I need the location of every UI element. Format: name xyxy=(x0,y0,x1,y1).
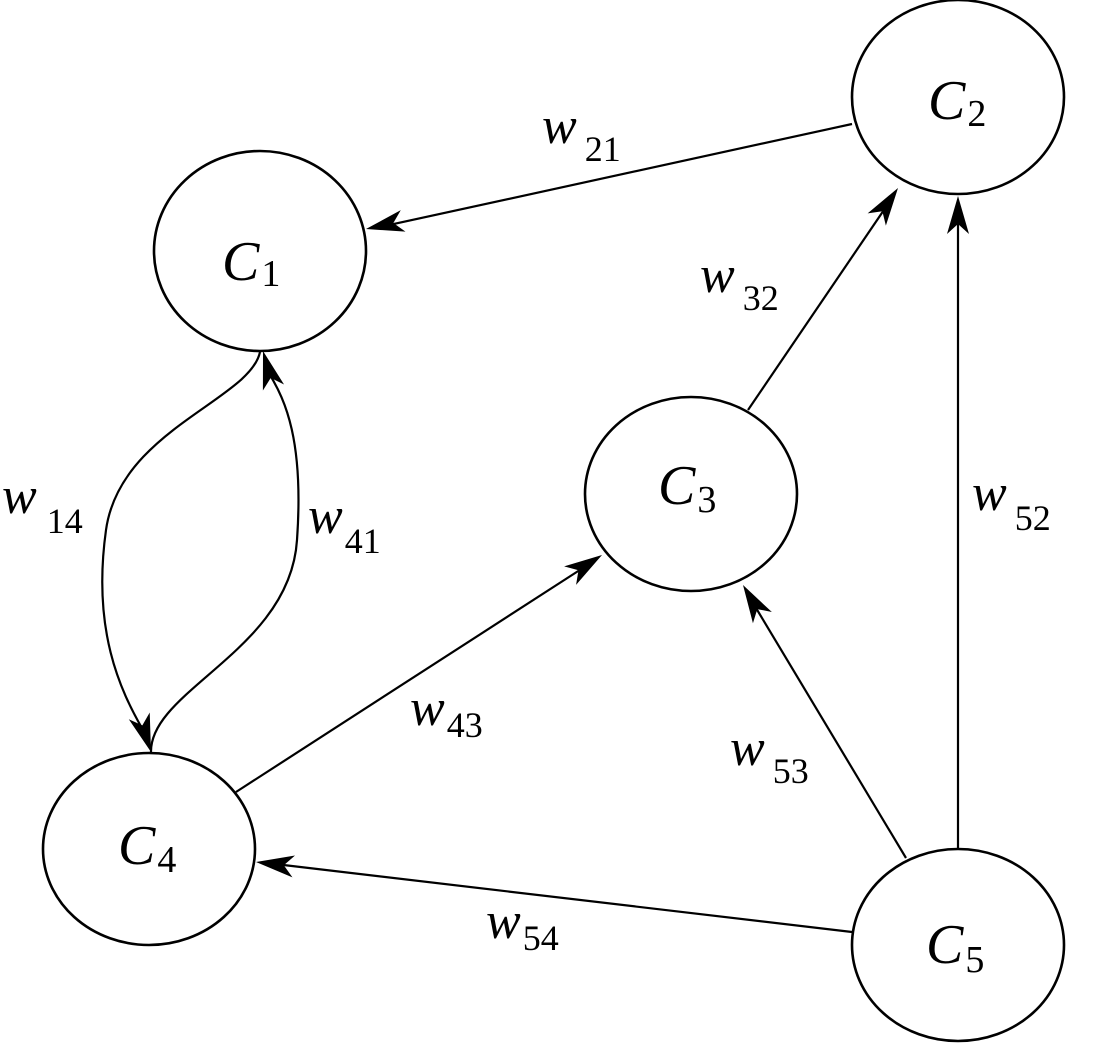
edge-w41 xyxy=(149,351,300,753)
edge-line-w14 xyxy=(101,351,262,731)
node-c5[interactable]: C5 xyxy=(850,847,1066,1043)
edge-line-w43 xyxy=(235,565,587,793)
node-c1-label: C1 xyxy=(222,231,280,295)
edge-line-w32 xyxy=(747,203,889,411)
node-c2-label: C2 xyxy=(928,70,986,135)
node-c5-label: C5 xyxy=(926,914,984,981)
node-c1-ellipse[interactable] xyxy=(152,149,368,353)
edge-line-w41 xyxy=(149,374,300,753)
node-c4-ellipse[interactable] xyxy=(41,751,257,947)
edge-line-w21 xyxy=(379,122,853,229)
edge-w52 xyxy=(947,196,969,849)
node-c2[interactable]: C2 xyxy=(850,0,1066,196)
edge-label-w43: w43 xyxy=(410,680,483,745)
edge-label-w41: w41 xyxy=(308,488,381,561)
edge-w53 xyxy=(743,585,907,859)
edge-w14 xyxy=(101,351,262,752)
edge-line-w54 xyxy=(274,862,853,934)
nodes: C1 C2 C3 C4 C5 xyxy=(41,0,1066,1043)
arrowhead-icon xyxy=(947,196,969,234)
arrowhead-icon xyxy=(128,712,151,752)
edge-w54 xyxy=(256,855,853,934)
edge-line-w53 xyxy=(752,602,907,859)
edge-w32 xyxy=(747,188,898,411)
node-c5-ellipse[interactable] xyxy=(850,847,1066,1043)
arrowhead-icon xyxy=(867,188,898,226)
node-c3[interactable]: C3 xyxy=(583,395,799,593)
arrowhead-icon xyxy=(366,210,406,232)
node-c3-ellipse[interactable] xyxy=(583,395,799,593)
arrowhead-icon xyxy=(256,855,296,878)
arrowhead-icon xyxy=(564,555,602,585)
arrowhead-icon xyxy=(262,351,285,391)
node-c1[interactable]: C1 xyxy=(152,149,368,353)
edge-w21 xyxy=(366,122,853,232)
edge-w43 xyxy=(235,555,602,793)
node-c2-ellipse[interactable] xyxy=(850,0,1066,196)
edge-label-w54: w54 xyxy=(486,893,559,958)
node-c4[interactable]: C4 xyxy=(41,751,257,947)
edges xyxy=(101,122,969,934)
arrowhead-icon xyxy=(743,585,772,624)
node-c3-label: C3 xyxy=(658,455,716,521)
node-c4-label: C4 xyxy=(118,815,176,881)
